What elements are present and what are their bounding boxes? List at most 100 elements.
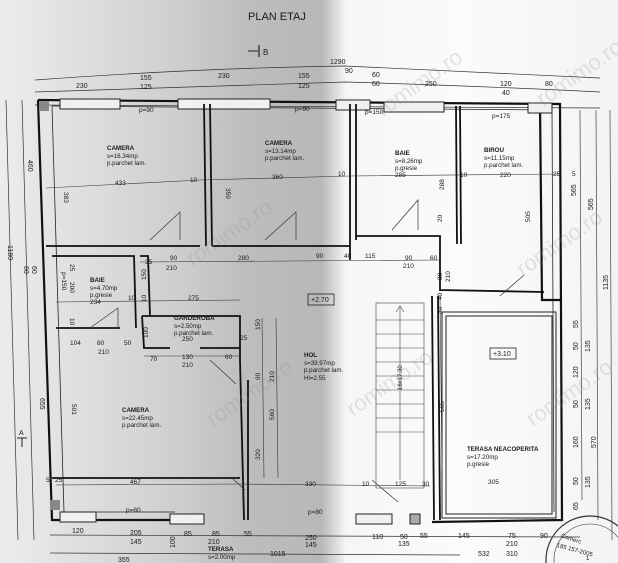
top-windows xyxy=(59,98,553,114)
svg-text:150: 150 xyxy=(255,319,262,330)
bottom-windows xyxy=(59,511,421,525)
svg-text:210: 210 xyxy=(403,263,414,270)
svg-text:90: 90 xyxy=(540,533,548,540)
svg-text:75: 75 xyxy=(508,533,516,540)
svg-text:305: 305 xyxy=(488,479,499,486)
left-dimension-labels: 460 1180 60 60 655 xyxy=(6,160,45,410)
svg-text:125: 125 xyxy=(298,83,310,90)
room-terasa-neacoperita: TERASA NEACOPERITA s=17.20mp p.gresie xyxy=(467,446,539,468)
room-camera-2: CAMERA s=13.14mp p.parchet lam. xyxy=(265,140,304,162)
svg-text:40: 40 xyxy=(437,292,444,300)
svg-text:HOL: HOL xyxy=(304,352,317,359)
svg-text:120: 120 xyxy=(72,528,84,535)
svg-text:40: 40 xyxy=(502,90,510,97)
svg-text:5: 5 xyxy=(572,171,576,178)
svg-text:10: 10 xyxy=(141,294,148,302)
room-hol: HOL s=39.97mp p.parchet lam. Hl=2.55 xyxy=(304,352,343,382)
svg-text:p=150: p=150 xyxy=(60,272,67,291)
staircase xyxy=(375,302,425,489)
svg-text:CAMERA: CAMERA xyxy=(107,145,135,152)
svg-text:532: 532 xyxy=(478,551,490,558)
svg-text:115: 115 xyxy=(365,253,376,260)
svg-text:80: 80 xyxy=(97,340,105,347)
svg-text:s=2.50mp: s=2.50mp xyxy=(174,323,202,330)
room-birou: BIROU s=11.15mp p.parchet lam. xyxy=(484,147,523,169)
svg-text:135: 135 xyxy=(585,476,592,488)
svg-text:p.parchet lam.: p.parchet lam. xyxy=(484,162,523,169)
svg-text:p=175: p=175 xyxy=(492,113,511,120)
svg-text:155: 155 xyxy=(140,75,152,82)
bottom-dimension-labels: 120 205 85 85 55 250 110 50 55 145 75 90… xyxy=(72,528,548,563)
svg-text:GARDEROBA: GARDEROBA xyxy=(174,315,215,322)
svg-text:BAIE: BAIE xyxy=(90,277,105,284)
svg-text:90: 90 xyxy=(316,253,324,260)
svg-text:25: 25 xyxy=(55,477,63,484)
svg-text:60: 60 xyxy=(225,354,233,361)
svg-text:80: 80 xyxy=(437,272,444,280)
svg-text:120: 120 xyxy=(500,81,512,88)
svg-text:35: 35 xyxy=(145,259,153,266)
svg-text:25: 25 xyxy=(240,335,248,342)
svg-text:135: 135 xyxy=(585,398,592,410)
room-baie-1: BAIE s=8.26mp p.gresie xyxy=(395,150,423,172)
svg-text:60: 60 xyxy=(430,255,438,262)
svg-text:1290: 1290 xyxy=(330,59,346,66)
svg-text:10: 10 xyxy=(128,295,136,302)
svg-text:30: 30 xyxy=(422,481,430,488)
svg-text:1180: 1180 xyxy=(6,245,13,260)
svg-text:5: 5 xyxy=(46,477,50,484)
svg-text:85: 85 xyxy=(212,531,220,538)
bottom-dimension-lines xyxy=(49,534,581,556)
svg-text:125: 125 xyxy=(140,84,152,91)
interior-walls xyxy=(46,103,545,521)
svg-text:360: 360 xyxy=(272,174,283,181)
room-labels: CAMERA s=16.34mp p.parchet lam. CAMERA s… xyxy=(90,140,539,561)
svg-text:30: 30 xyxy=(437,306,444,314)
inner-dimension-labels: 433 10 383 360 10 359 285 10 288 220 25 … xyxy=(46,171,576,488)
svg-text:TERASA NEACOPERITA: TERASA NEACOPERITA xyxy=(467,446,539,453)
corner-hatch-bottom xyxy=(50,500,60,510)
svg-text:104: 104 xyxy=(70,340,81,347)
svg-text:s=39.97mp: s=39.97mp xyxy=(304,360,335,367)
svg-text:90: 90 xyxy=(345,68,353,75)
right-dimension-lines xyxy=(579,109,613,541)
svg-text:60: 60 xyxy=(372,72,380,79)
svg-text:s=11.15mp: s=11.15mp xyxy=(484,155,515,162)
svg-text:130: 130 xyxy=(182,354,193,361)
svg-text:275: 275 xyxy=(188,295,199,302)
svg-text:230: 230 xyxy=(76,83,88,90)
svg-text:65: 65 xyxy=(573,502,580,510)
svg-text:60: 60 xyxy=(372,81,380,88)
svg-text:220: 220 xyxy=(500,172,511,179)
svg-text:155: 155 xyxy=(298,73,310,80)
svg-text:B: B xyxy=(263,48,268,57)
svg-text:210: 210 xyxy=(208,539,220,546)
svg-text:90: 90 xyxy=(405,255,413,262)
svg-text:p.parchet lam.: p.parchet lam. xyxy=(265,155,304,162)
svg-text:120: 120 xyxy=(573,366,580,378)
svg-text:501: 501 xyxy=(70,404,77,415)
svg-text:570: 570 xyxy=(591,436,598,448)
exterior-walls xyxy=(36,98,564,524)
svg-text:565: 565 xyxy=(439,401,446,412)
svg-text:p=80: p=80 xyxy=(126,507,141,514)
svg-text:50: 50 xyxy=(573,400,580,408)
svg-text:50: 50 xyxy=(573,342,580,350)
svg-text:355: 355 xyxy=(118,557,130,563)
svg-text:40: 40 xyxy=(344,253,352,260)
svg-text:p.parchet lam.: p.parchet lam. xyxy=(107,160,146,167)
svg-text:205: 205 xyxy=(130,530,142,537)
inner-dimension-lines xyxy=(45,173,561,487)
room-terasa: TERASA s=2.00mp xyxy=(208,546,236,561)
svg-text:CAMERA: CAMERA xyxy=(122,407,150,414)
svg-text:210: 210 xyxy=(269,371,276,382)
svg-text:135: 135 xyxy=(585,340,592,352)
svg-text:250: 250 xyxy=(305,535,317,542)
svg-text:145: 145 xyxy=(458,533,470,540)
level-mark-terasa: +3.10 xyxy=(489,347,517,360)
svg-text:60: 60 xyxy=(22,266,29,274)
svg-text:s=17.20mp: s=17.20mp xyxy=(467,454,498,461)
svg-text:s=8.26mp: s=8.26mp xyxy=(395,158,423,165)
svg-text:565: 565 xyxy=(571,184,578,196)
